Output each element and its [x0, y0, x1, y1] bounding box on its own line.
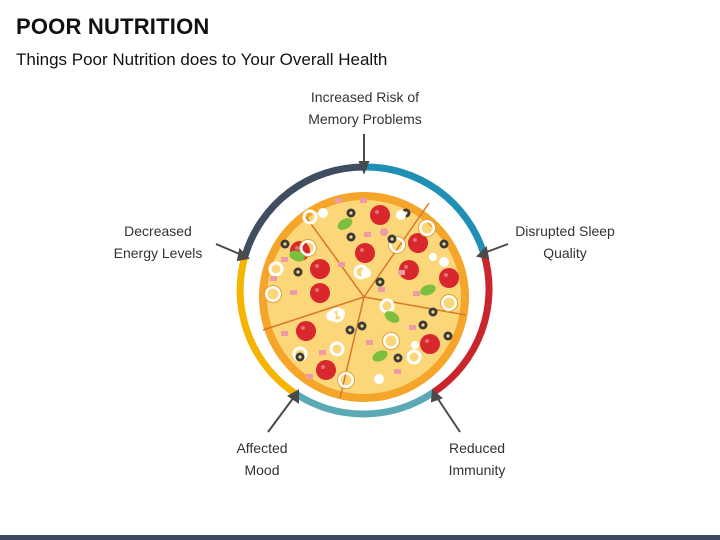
label-energy-levels: Decreased Energy Levels — [113, 223, 203, 261]
ring-segment-left — [236, 255, 298, 397]
pizza — [249, 175, 479, 405]
ring-segment-top-right — [363, 163, 488, 256]
ring-segment-right — [432, 253, 493, 395]
basil-group — [289, 218, 436, 362]
page-title: POOR NUTRITION — [16, 14, 210, 39]
ring-segment-top-left — [241, 163, 365, 257]
label-memory-problems: Increased Risk of Memory Problems — [308, 89, 422, 127]
bottom-bar — [0, 535, 720, 540]
outer-ring — [236, 163, 493, 418]
pointers — [215, 134, 509, 433]
ring-segment-bottom — [294, 389, 436, 418]
label-sleep-quality: Disrupted Sleep Quality — [515, 223, 615, 261]
label-affected-mood: Affected Mood — [236, 440, 288, 478]
ham-group — [270, 198, 420, 379]
page-subtitle: Things Poor Nutrition does to Your Overa… — [16, 50, 388, 69]
mushroom-group — [318, 208, 449, 384]
label-reduced-immunity: Reduced Immunity — [448, 440, 506, 478]
